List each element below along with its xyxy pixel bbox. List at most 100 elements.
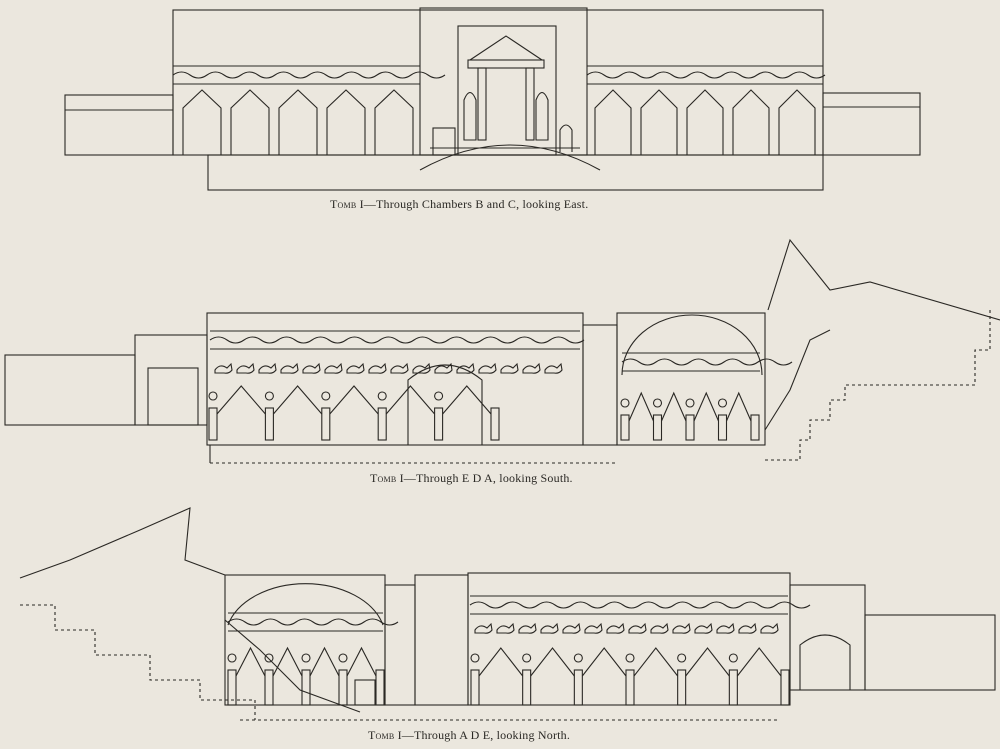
- ground-line: [19, 507, 226, 579]
- wave-band: [172, 71, 446, 79]
- wreath-ornament: [728, 653, 738, 663]
- wreath-ornament: [470, 653, 480, 663]
- animal-frieze: [522, 362, 541, 374]
- vault-arch: [227, 583, 384, 626]
- right-wing: [822, 92, 921, 156]
- caption-text: I—Through E D A, looking South.: [399, 471, 573, 485]
- main-wall: [172, 9, 824, 156]
- altar: [354, 679, 376, 706]
- animal-frieze: [496, 622, 515, 634]
- column: [264, 669, 274, 706]
- animal-frieze: [236, 362, 255, 374]
- arcade-arch: [530, 647, 575, 677]
- gabled-niche: [594, 89, 632, 155]
- gabled-niche: [374, 89, 414, 155]
- wreath-ornament: [377, 391, 387, 401]
- doorway: [799, 634, 851, 690]
- animal-frieze: [258, 362, 277, 374]
- wreath-ornament: [677, 653, 687, 663]
- left-wing: [64, 94, 174, 156]
- animal-frieze: [474, 622, 493, 634]
- wave-band: [586, 71, 826, 79]
- wave-band: [621, 358, 793, 366]
- animal-frieze: [390, 362, 409, 374]
- caption-prefix: Tomb: [370, 471, 397, 485]
- chamber-e: [206, 312, 584, 446]
- caption-north: Tomb I—Through A D E, looking North.: [368, 728, 570, 743]
- wreath-ornament: [652, 398, 663, 408]
- column: [434, 407, 444, 441]
- caption-prefix: Tomb: [368, 728, 395, 742]
- pediment: [468, 35, 544, 61]
- column: [227, 669, 237, 706]
- wave-band: [469, 601, 811, 609]
- wreath-ornament: [264, 391, 274, 401]
- ground-line: [767, 238, 1000, 321]
- animal-frieze: [716, 622, 735, 634]
- arcade-arch: [693, 391, 720, 422]
- arcade-arch: [272, 646, 303, 677]
- wreath-ornament: [338, 653, 348, 663]
- animal-frieze: [694, 622, 713, 634]
- caption-prefix: Tomb: [330, 197, 357, 211]
- animal-frieze: [738, 622, 757, 634]
- door-column: [525, 67, 535, 141]
- gabled-niche: [732, 89, 770, 155]
- right-block: [789, 584, 866, 691]
- gabled-niche: [640, 89, 678, 155]
- vase: [535, 91, 549, 141]
- caption-east: Tomb I—Through Chambers B and C, looking…: [330, 197, 588, 212]
- column: [490, 407, 500, 441]
- arcade-arch: [581, 647, 627, 677]
- wreath-ornament: [625, 653, 635, 663]
- column: [728, 669, 738, 706]
- caption-text: I—Through A D E, looking North.: [397, 728, 571, 742]
- animal-frieze: [518, 622, 537, 634]
- wreath-ornament: [522, 653, 532, 663]
- animal-frieze: [214, 362, 233, 374]
- caption-south: Tomb I—Through E D A, looking South.: [370, 471, 573, 486]
- door-column: [477, 67, 487, 141]
- arcade-arch: [346, 646, 377, 677]
- column: [338, 669, 348, 706]
- arcade-arch: [329, 385, 379, 415]
- gabled-niche: [686, 89, 724, 155]
- arcade-arch: [309, 646, 340, 677]
- animal-frieze: [412, 362, 431, 374]
- central-portal: [419, 7, 588, 156]
- central-arch: [407, 364, 483, 445]
- column: [750, 414, 760, 441]
- column: [780, 669, 790, 706]
- column: [375, 669, 385, 706]
- altar: [432, 127, 456, 156]
- column: [573, 669, 583, 706]
- wreath-ornament: [685, 398, 695, 408]
- left-corridor: [4, 354, 136, 426]
- animal-frieze: [346, 362, 365, 374]
- animal-frieze: [280, 362, 299, 374]
- arcade-arch: [633, 647, 679, 677]
- stairs: [20, 604, 256, 720]
- arcade-arch: [216, 385, 266, 415]
- animal-frieze: [672, 622, 691, 634]
- wreath-ornament: [573, 653, 583, 663]
- doorway: [147, 367, 199, 426]
- column: [321, 407, 331, 441]
- statue: [559, 124, 573, 152]
- wreath-ornament: [208, 391, 218, 401]
- wreath-ornament: [301, 653, 311, 663]
- animal-frieze: [562, 622, 581, 634]
- gabled-niche: [182, 89, 222, 155]
- base-platform: [207, 154, 824, 191]
- arcade-arch: [478, 647, 524, 677]
- animal-frieze: [544, 362, 563, 374]
- animal-frieze: [650, 622, 669, 634]
- vault-arch: [621, 314, 763, 376]
- pier: [414, 574, 469, 706]
- column: [470, 669, 480, 706]
- vase: [463, 91, 477, 141]
- entablature: [467, 59, 545, 69]
- wreath-ornament: [264, 653, 274, 663]
- chamber-d: [616, 312, 766, 446]
